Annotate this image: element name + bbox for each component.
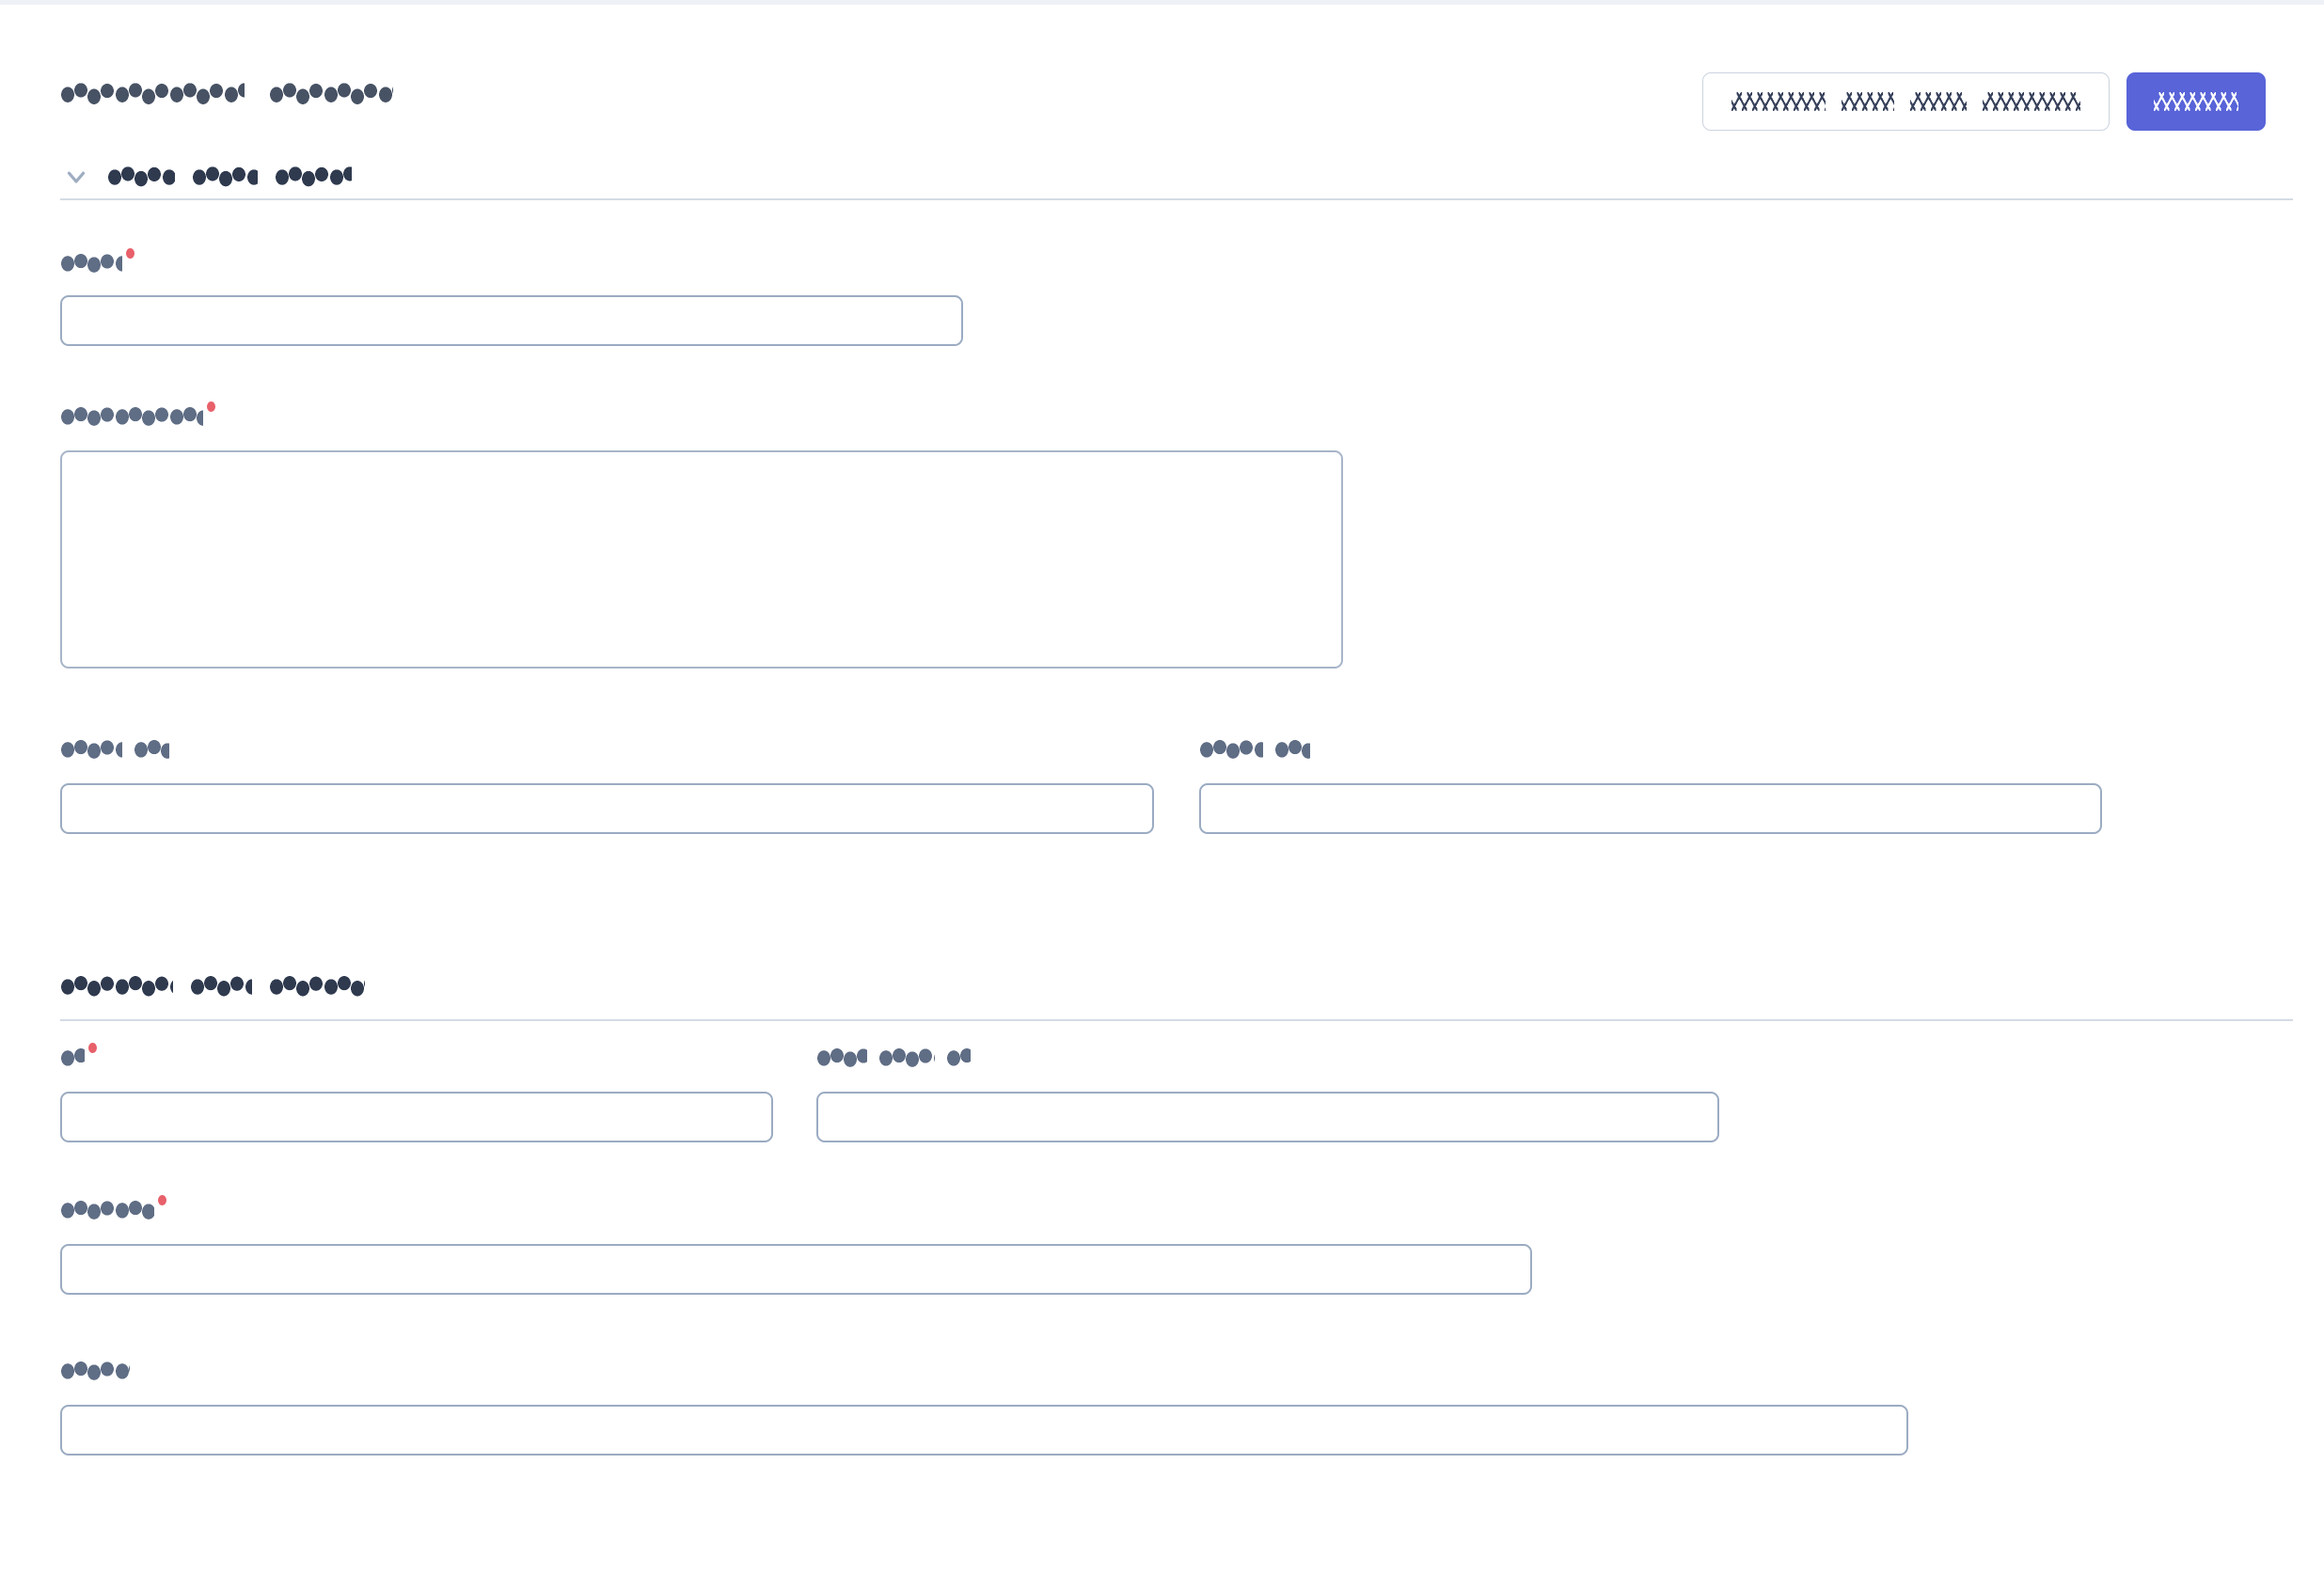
section-one	[0, 155, 2324, 200]
field-id-required-marker	[88, 1043, 97, 1053]
form-page	[0, 5, 2324, 1574]
section-two	[0, 970, 2324, 1021]
field-description-label	[60, 401, 1343, 430]
page-top-edge	[0, 0, 2324, 5]
field-id-label	[60, 1043, 773, 1071]
field-name-label	[60, 248, 963, 276]
field-group-name	[816, 1048, 1719, 1142]
field-start-input[interactable]	[60, 783, 1154, 834]
section-one-header[interactable]	[0, 155, 2324, 198]
secondary-button-label-redaction-4	[1983, 92, 2080, 111]
header-actions	[1702, 72, 2266, 131]
field-address	[60, 1195, 1532, 1295]
field-group-name-label	[816, 1048, 1719, 1071]
page-title-redaction-word-1	[60, 78, 245, 110]
primary-button-label-redaction	[2154, 92, 2238, 111]
field-start-label-redaction-2	[134, 740, 169, 759]
secondary-button-label-redaction-2	[1842, 92, 1894, 111]
page-title	[60, 78, 394, 114]
chevron-down-icon[interactable]	[60, 161, 92, 193]
field-address-label-redaction	[60, 1201, 154, 1220]
field-end-label-redaction-2	[1274, 740, 1310, 759]
field-notes	[60, 1362, 1908, 1456]
field-start	[60, 740, 1154, 834]
field-start-label-redaction-1	[60, 740, 122, 759]
field-end-label-redaction-1	[1199, 740, 1263, 759]
primary-action-button[interactable]	[2126, 72, 2266, 131]
section-two-divider	[60, 1019, 2293, 1021]
field-id-label-redaction	[60, 1048, 85, 1067]
section-one-title	[107, 164, 352, 190]
field-end-input[interactable]	[1199, 783, 2102, 834]
section-one-title-redaction-3	[275, 165, 352, 189]
field-address-input[interactable]	[60, 1244, 1532, 1295]
field-name	[60, 248, 963, 346]
field-description	[60, 401, 1343, 669]
section-one-title-redaction-2	[192, 165, 258, 189]
section-two-title-redaction-3	[269, 973, 365, 999]
field-description-label-redaction	[60, 407, 203, 426]
field-group-name-label-redaction-1	[816, 1048, 867, 1067]
section-one-title-redaction-1	[107, 165, 175, 189]
field-description-textarea[interactable]	[60, 450, 1343, 669]
secondary-button-label-redaction-1	[1731, 92, 1826, 111]
field-group-name-label-redaction-2	[878, 1048, 935, 1067]
field-notes-label-redaction	[60, 1362, 130, 1380]
field-id-input[interactable]	[60, 1092, 773, 1142]
field-notes-input[interactable]	[60, 1405, 1908, 1456]
page-header	[0, 5, 2324, 163]
field-name-required-marker	[126, 248, 134, 259]
secondary-button-label-redaction-3	[1910, 92, 1967, 111]
field-end-label	[1199, 740, 2102, 763]
field-description-required-marker	[207, 401, 215, 412]
field-id	[60, 1043, 773, 1142]
page-title-redaction-word-2	[269, 78, 394, 110]
secondary-action-button[interactable]	[1702, 72, 2110, 131]
section-one-divider	[60, 198, 2293, 200]
field-name-input[interactable]	[60, 295, 963, 346]
section-two-title-redaction-2	[190, 973, 252, 999]
section-two-title-redaction-1	[60, 973, 173, 999]
field-end	[1199, 740, 2102, 834]
field-notes-label	[60, 1362, 1908, 1384]
field-start-label	[60, 740, 1154, 763]
section-two-title	[0, 970, 2324, 1002]
field-address-label	[60, 1195, 1532, 1223]
field-name-label-redaction	[60, 254, 122, 273]
field-group-name-input[interactable]	[816, 1092, 1719, 1142]
field-group-name-label-redaction-3	[946, 1048, 971, 1067]
field-address-required-marker	[158, 1195, 166, 1205]
